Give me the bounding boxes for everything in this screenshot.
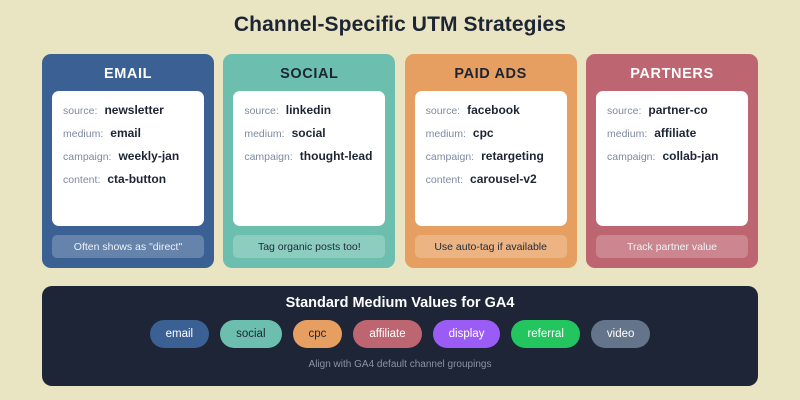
utm-param-row: content: carousel-v2 [426, 172, 557, 186]
utm-param-value: affiliate [654, 126, 697, 140]
utm-param-key: medium: [606, 128, 648, 140]
utm-param-value: facebook [467, 103, 520, 117]
utm-param-row: source: linkedin [244, 103, 375, 117]
utm-param-key: medium: [244, 128, 285, 140]
utm-param-key: content: [425, 174, 464, 186]
utm-param-row: medium: affiliate [607, 126, 738, 140]
channel-card-note: Track partner value [595, 235, 748, 258]
channel-card-note: Often shows as "direct" [52, 235, 204, 258]
medium-pill-video[interactable]: video [590, 320, 651, 348]
utm-param-row: campaign: weekly-jan [63, 149, 194, 163]
utm-param-row: content: cta-button [63, 172, 194, 186]
utm-param-value: newsletter [104, 103, 164, 117]
channel-card-note: Use auto-tag if available [414, 235, 567, 258]
panel-title: Standard Medium Values for GA4 [285, 295, 515, 311]
utm-param-key: campaign: [63, 151, 112, 163]
utm-param-value: cta-button [107, 172, 167, 186]
utm-param-row: medium: email [63, 126, 194, 140]
utm-param-row: medium: cpc [426, 126, 557, 140]
utm-param-row: source: facebook [426, 103, 557, 117]
utm-param-row: medium: social [244, 126, 375, 140]
utm-param-key: source: [425, 105, 461, 117]
medium-pill-affiliate[interactable]: affiliate [353, 320, 422, 348]
utm-param-key: campaign: [425, 151, 475, 163]
utm-param-row: source: partner-co [607, 103, 738, 117]
channel-card-title: EMAIL [103, 66, 153, 82]
page-title: Channel-Specific UTM Strategies [233, 13, 567, 36]
utm-param-value: collab-jan [662, 149, 719, 163]
medium-pill-display[interactable]: display [432, 320, 501, 348]
utm-param-value: carousel-v2 [470, 172, 537, 186]
utm-param-value: cpc [472, 126, 494, 140]
utm-param-value: retargeting [481, 149, 544, 163]
utm-param-row: campaign: thought-lead [244, 149, 375, 163]
medium-pill-cpc[interactable]: cpc [292, 320, 343, 348]
medium-pill-email[interactable]: email [149, 320, 210, 348]
utm-param-value: partner-co [648, 103, 708, 117]
utm-param-value: linkedin [285, 103, 332, 117]
utm-param-row: campaign: collab-jan [607, 149, 738, 163]
medium-pill-social[interactable]: social [220, 320, 282, 348]
utm-param-key: source: [63, 105, 98, 117]
utm-param-key: campaign: [244, 151, 293, 163]
utm-param-key: medium: [425, 128, 466, 140]
medium-pill-referral[interactable]: referral [511, 320, 580, 348]
panel-footer-note: Align with GA4 default channel groupings [308, 359, 492, 370]
standard-medium-values-panel: Standard Medium Values for GA4 email soci… [42, 286, 758, 386]
channel-card-title: PAID ADS [454, 66, 527, 82]
utm-param-value: thought-lead [299, 149, 373, 163]
utm-param-row: campaign: retargeting [426, 149, 557, 163]
utm-param-key: source: [606, 105, 642, 117]
utm-param-key: medium: [63, 128, 104, 140]
utm-param-key: source: [244, 105, 279, 117]
utm-param-row: source: newsletter [63, 103, 194, 117]
medium-value-pill-row: email social cpc affiliate display referral vi… [42, 320, 758, 348]
utm-param-value: weekly-jan [118, 149, 180, 163]
utm-param-key: content: [63, 174, 101, 186]
utm-param-key: campaign: [606, 151, 656, 163]
utm-param-value: email [110, 126, 141, 140]
utm-param-value: social [291, 126, 326, 140]
channel-card-note: Tag organic posts too! [233, 235, 386, 258]
channel-card-title: SOCIAL [280, 66, 339, 82]
channel-card-title: PARTNERS [630, 66, 714, 82]
